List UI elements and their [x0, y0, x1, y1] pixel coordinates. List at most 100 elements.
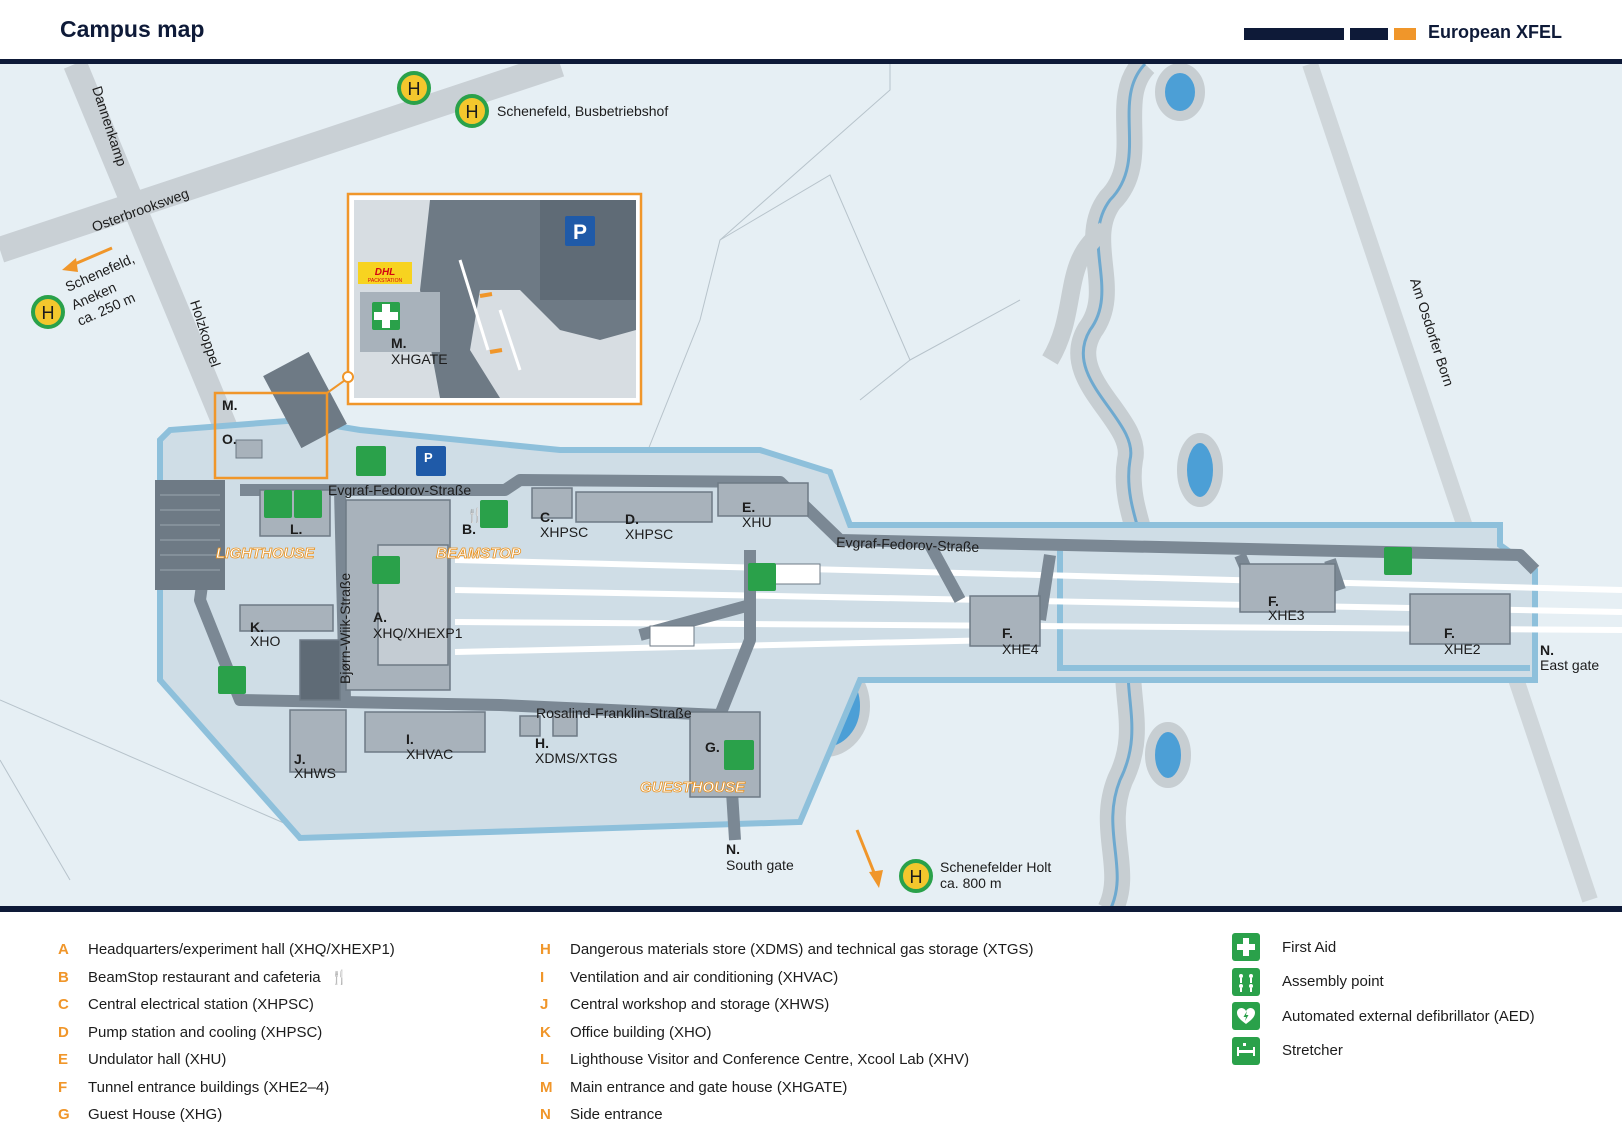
parking-symbol: P: [573, 221, 587, 244]
fork-knife-icon: 🍴: [330, 968, 349, 985]
building-F2-code: XHE3: [1268, 607, 1305, 623]
building-O-letter: O.: [222, 431, 237, 447]
building-G-letter: G.: [705, 739, 720, 755]
road-label-evgraf-west: Evgraf-Fedorov-Straße: [328, 482, 471, 498]
dhl-sub: PACKSTATION: [368, 278, 403, 284]
legend-symbol-item: Automated external defibrillator (AED): [1232, 999, 1535, 1034]
building-J-letter: J.: [294, 751, 306, 767]
building-I-code: XHVAC: [406, 746, 453, 762]
top-rule: [0, 59, 1622, 65]
building-F2-letter: F.: [1268, 593, 1279, 609]
assembly-point-icon: [356, 446, 386, 476]
building-K-letter: K.: [250, 619, 264, 635]
bike-parking-label: P: [424, 450, 433, 465]
building-F3-code: XHE2: [1444, 641, 1481, 657]
dhl-packstation-icon: [358, 262, 412, 284]
building-M-letter: M.: [222, 397, 238, 413]
bus-stop-holt: H Schenefelder Holt ca. 800 m: [855, 829, 1051, 893]
arrow-south-icon: [855, 829, 877, 876]
assembly-point-icon: [748, 563, 776, 591]
brand-label-guesthouse: GUESTHOUSE: [640, 779, 746, 796]
building-K-code: XHO: [250, 633, 280, 649]
bottom-rule: [0, 906, 1622, 912]
aed-icon: [372, 556, 400, 584]
svg-text:H: H: [910, 867, 923, 887]
assembly-point-icon: [1232, 967, 1260, 996]
bus-stop-icon: [31, 295, 65, 329]
brand-name: European XFEL: [1428, 22, 1563, 42]
brand-bar-short: [1350, 28, 1388, 40]
building-B-letter: B.: [462, 521, 476, 537]
building-N-east-letter: N.: [1540, 642, 1554, 658]
inset-connector-dot: [342, 371, 354, 383]
bus-stop-label-holt-1: Schenefelder Holt: [940, 859, 1051, 875]
first-aid-icon: [1232, 933, 1260, 962]
campus-map-svg: P DHL PACKSTATION M. XHGATE Dannenkamp O…: [0, 64, 1622, 910]
building-F1-letter: F.: [1002, 625, 1013, 641]
legend-symbol-item: Assembly point: [1232, 965, 1535, 1000]
building-C-letter: C.: [540, 509, 554, 525]
bike-parking-icon: [416, 446, 446, 476]
building-N-south-letter: N.: [726, 841, 740, 857]
building-N-east-code: East gate: [1540, 657, 1599, 673]
header: Campus map European XFEL: [0, 0, 1622, 60]
building-H-letter: H.: [535, 735, 549, 751]
building-N-south-code: South gate: [726, 857, 794, 873]
bus-stop-icon: [455, 94, 489, 128]
brand-bar-long: [1244, 28, 1344, 40]
campus-boundary-east: [1057, 550, 1530, 671]
building-F3-letter: F.: [1444, 625, 1455, 641]
brand-label-beamstop: BEAMSTOP: [436, 545, 522, 562]
map-service-icons: P 🍴: [218, 446, 1412, 770]
bus-stop-icon: [899, 859, 933, 893]
stretcher-icon: [264, 490, 292, 518]
aed-icon: [480, 500, 508, 528]
road-label-bjorn: Bjørn-Wiik-Straße: [337, 573, 353, 684]
legend-symbol-item: Stretcher: [1232, 1034, 1535, 1069]
aed-icon: [294, 490, 322, 518]
inset-label-letter: M.: [391, 335, 407, 351]
building-D-code: XHPSC: [625, 526, 673, 542]
road-label-rosalind: Rosalind-Franklin-Straße: [536, 705, 692, 721]
assembly-point-icon: [1384, 547, 1412, 575]
svg-text:H: H: [42, 303, 55, 323]
building-H-code: XDMS/XTGS: [535, 750, 617, 766]
stream: [1042, 64, 1163, 910]
building-I-letter: I.: [406, 731, 414, 747]
dhl-brand: DHL: [375, 267, 396, 278]
aed-icon: [1232, 1002, 1260, 1031]
inset-label-code: XHGATE: [391, 351, 448, 367]
svg-text:H: H: [408, 79, 421, 99]
road-label-evgraf-east: Evgraf-Fedorov-Straße: [836, 534, 980, 555]
building-C-code: XHPSC: [540, 524, 588, 540]
parking-lot-west: [155, 480, 225, 590]
parking-icon: [565, 216, 595, 246]
page-title: Campus map: [60, 16, 205, 42]
bus-stop-label-holt-2: ca. 800 m: [940, 875, 1001, 891]
stretcher-icon: [1232, 1036, 1260, 1065]
campus-map: P DHL PACKSTATION M. XHGATE Dannenkamp O…: [0, 64, 1622, 910]
building-J-code: XHWS: [294, 765, 336, 781]
building-F1-code: XHE4: [1002, 641, 1039, 657]
legend-symbol-item: First Aid: [1232, 930, 1535, 965]
building-A-code: XHQ/XHEXP1: [373, 625, 463, 641]
building-D-letter: D.: [625, 511, 639, 527]
bus-stop-top: H H Schenefeld, Busbetriebshof: [397, 71, 668, 128]
field-boundaries: [0, 64, 1021, 881]
aed-icon: [724, 740, 754, 770]
